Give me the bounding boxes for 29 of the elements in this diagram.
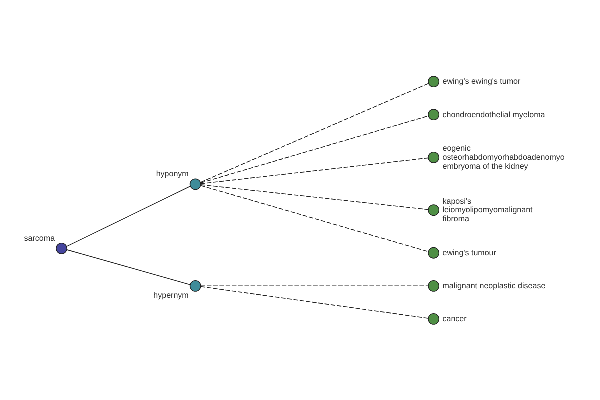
- node-circle: [190, 178, 202, 190]
- node-label: eogenic osteorhabdomyorhabdoadenomyo embryoma of the kidney: [442, 144, 565, 171]
- node-label: sarcoma: [24, 233, 56, 242]
- node-circle: [428, 151, 440, 163]
- connector: [200, 286, 429, 318]
- node-label: hyponym: [156, 169, 189, 178]
- connector: [200, 285, 429, 286]
- node-label: ewing's tumour: [442, 248, 496, 258]
- connector: [200, 184, 429, 252]
- node-circle: [428, 204, 440, 216]
- node-label: chondroendothelial myeloma: [442, 110, 546, 119]
- node-label: cancer: [442, 314, 467, 324]
- connector: [200, 157, 429, 184]
- node-label: hypernym: [154, 290, 189, 300]
- node-circle: [428, 280, 440, 292]
- node-label: ewing's ewing's tumor: [442, 76, 521, 86]
- node-circle: [56, 242, 68, 254]
- connector: [200, 82, 430, 182]
- connector: [200, 115, 429, 184]
- node-label: kaposi's leiomyolipomyomalignant fibroma: [442, 196, 533, 224]
- node-circle: [428, 246, 440, 258]
- node-circle: [428, 108, 440, 120]
- connector: [66, 249, 191, 285]
- node-circle: [428, 312, 440, 324]
- node-circle: [428, 76, 440, 88]
- node-label: malignant neoplastic disease: [442, 281, 546, 290]
- connector: [200, 184, 429, 210]
- node-circle: [190, 280, 202, 292]
- connector: [66, 186, 191, 247]
